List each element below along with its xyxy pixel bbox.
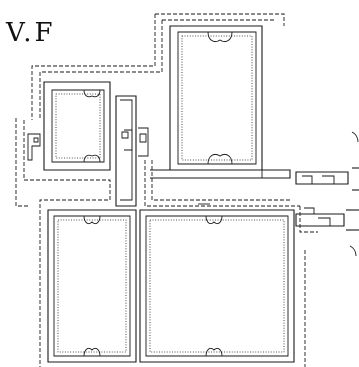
section-label: V.F [6, 18, 56, 48]
right-connectors [295, 131, 359, 257]
gasket-details [27, 131, 147, 161]
lower-left-chamber [47, 209, 137, 363]
center-mullion [115, 95, 291, 207]
lower-right-chamber [139, 203, 295, 363]
upper-right-chamber [169, 25, 263, 171]
upper-left-chamber [43, 81, 111, 171]
dashed-outline [15, 13, 318, 367]
